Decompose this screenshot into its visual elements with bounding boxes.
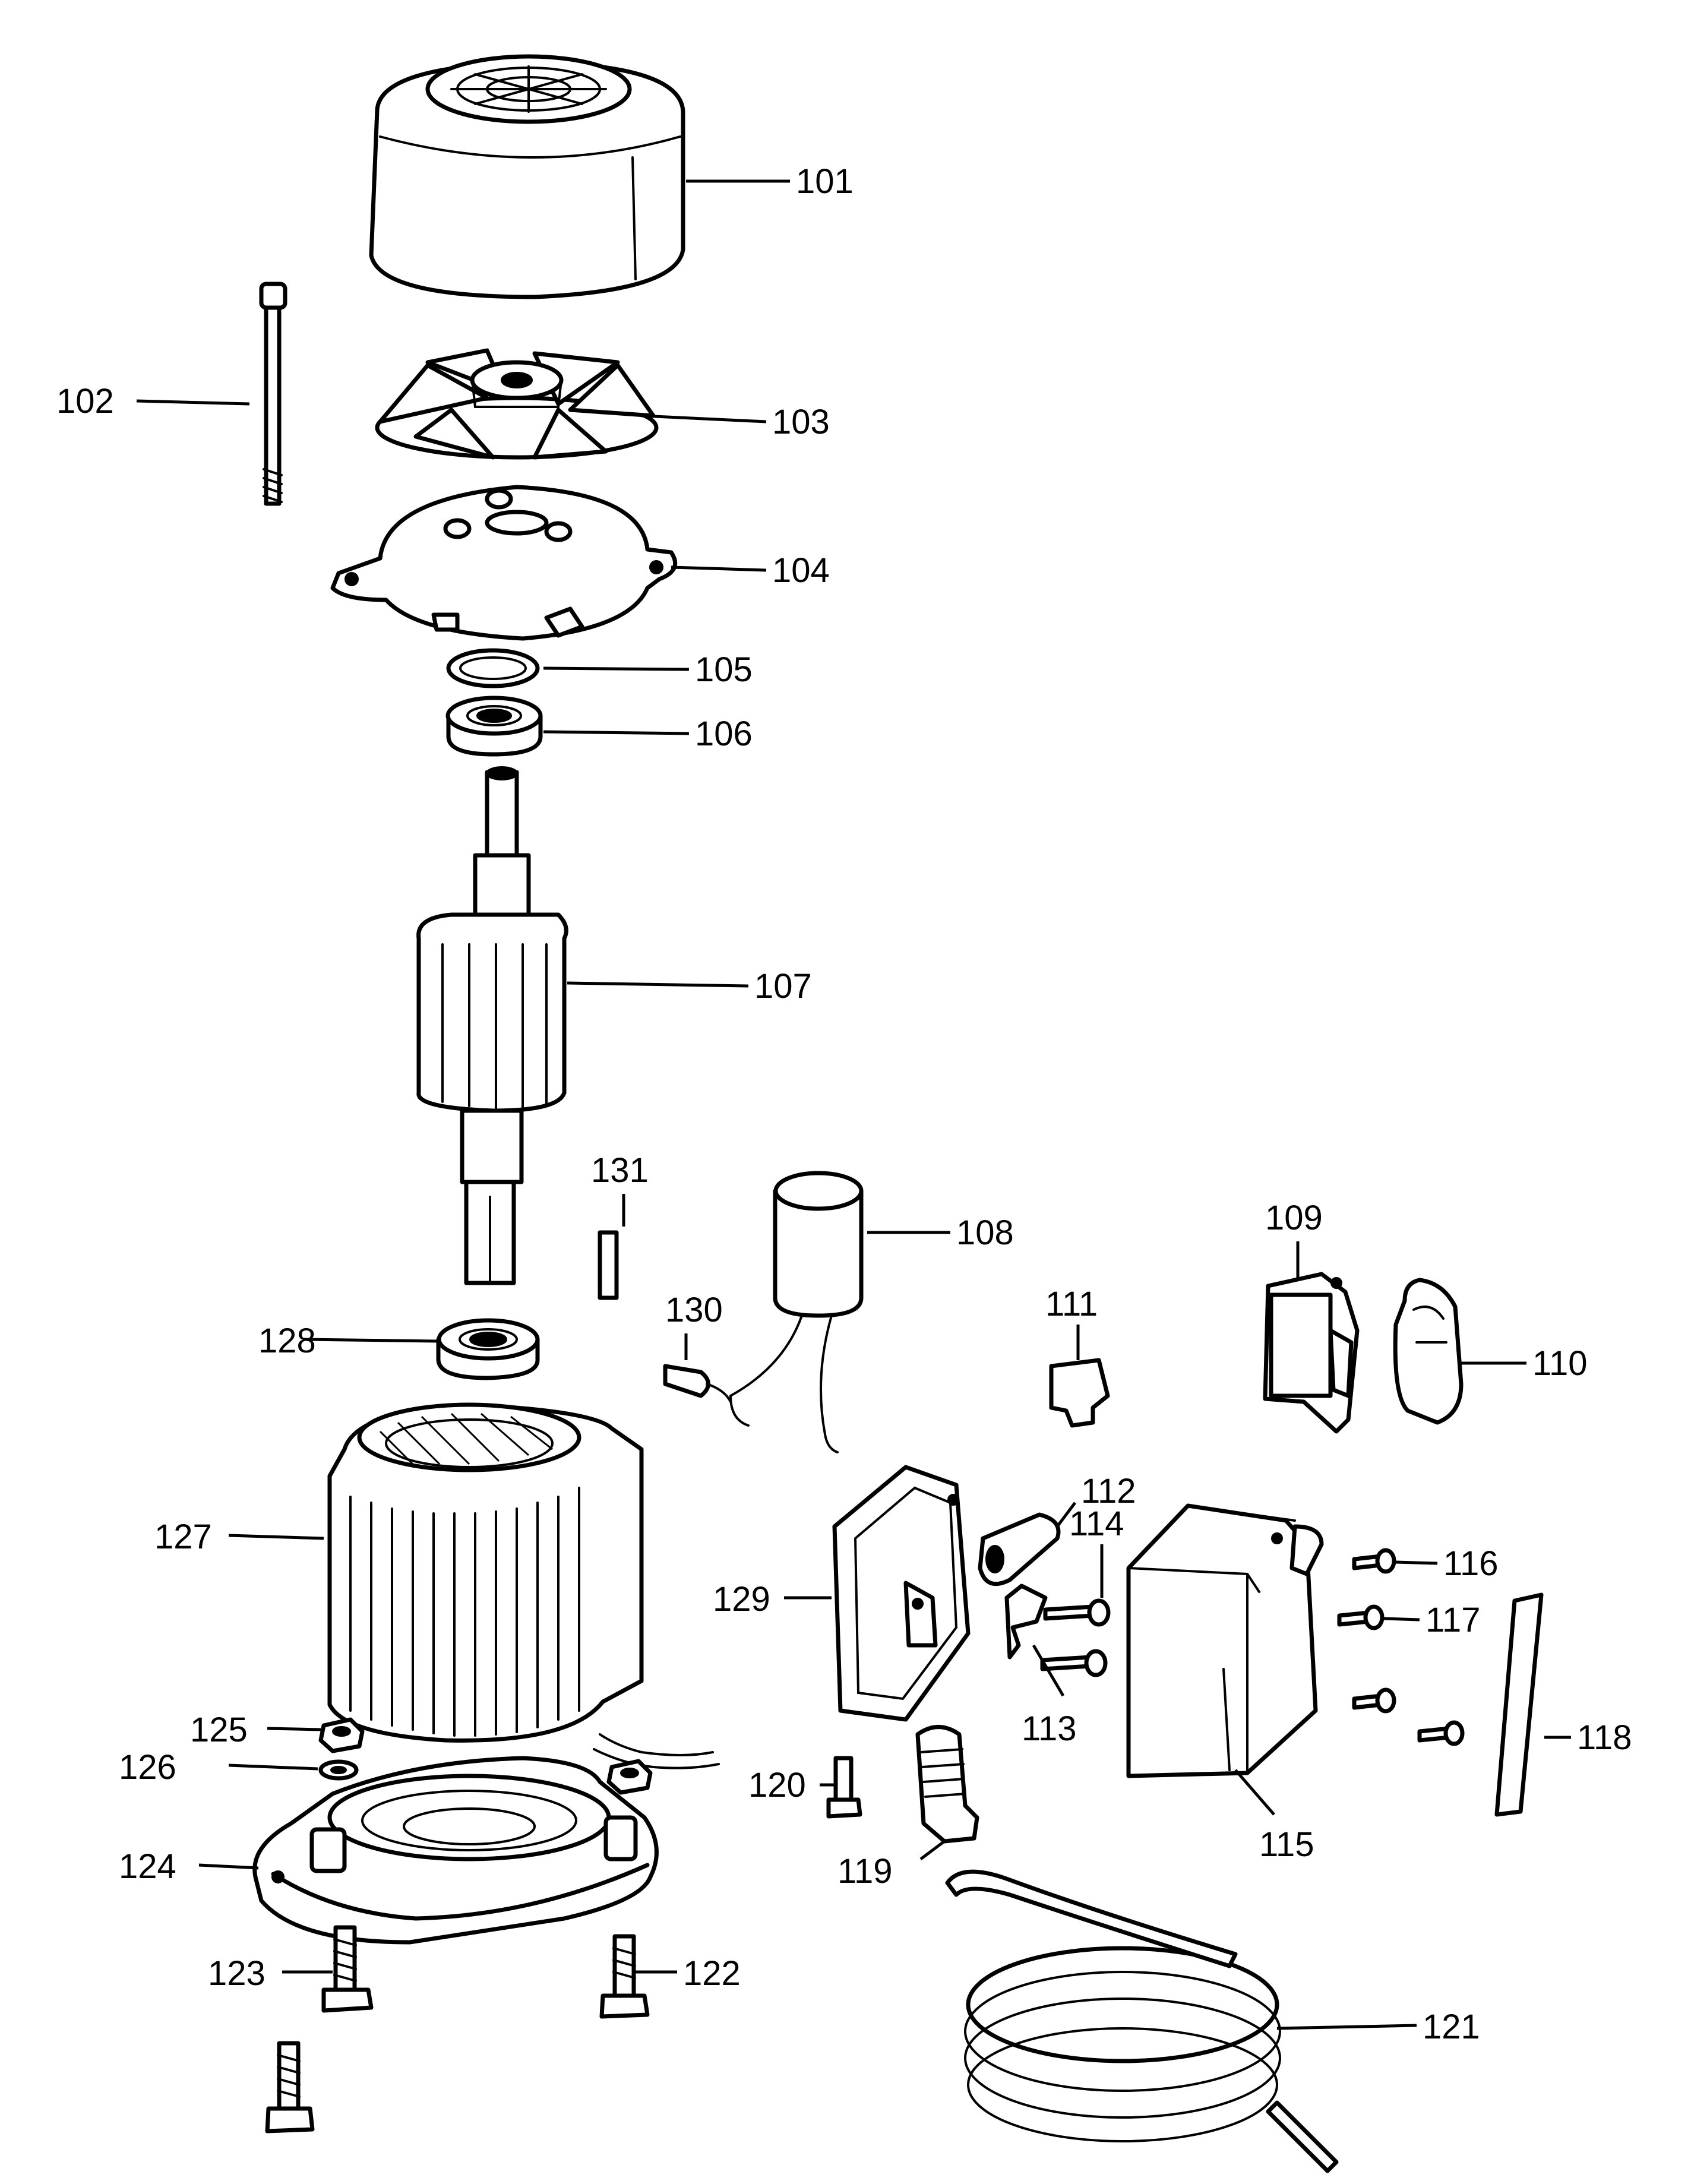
part-110-switch-boot-drawing (1393, 1278, 1464, 1425)
part-label-122: 122 (683, 1954, 741, 1993)
part-130-connector-drawing (663, 1364, 732, 1403)
part-104-end-bell-drawing (330, 485, 678, 641)
part-label-124: 124 (119, 1847, 176, 1886)
part-106-bearing-drawing (445, 696, 543, 757)
part-label-115: 115 (1259, 1825, 1314, 1864)
part-122-bolt-drawing (599, 1934, 650, 2019)
part-label-118: 118 (1577, 1718, 1632, 1757)
part-label-107: 107 (754, 967, 812, 1006)
part-119-cord-protector-drawing (915, 1725, 979, 1844)
part-label-126: 126 (119, 1748, 176, 1787)
part-label-117: 117 (1426, 1601, 1480, 1639)
part-label-109: 109 (1265, 1199, 1323, 1237)
part-111-clip-drawing (1049, 1358, 1110, 1428)
part-label-121: 121 (1423, 2008, 1480, 2046)
part-112-grommet-drawing (978, 1512, 1061, 1586)
part-label-131: 131 (591, 1151, 649, 1190)
part-124-end-bracket-drawing (252, 1756, 659, 1945)
part-label-120: 120 (748, 1766, 806, 1804)
part-115-terminal-box-cover-drawing (1126, 1503, 1324, 1778)
part-120-screw-drawing (826, 1756, 862, 1819)
part-127-stator-drawing (327, 1402, 720, 1769)
part-label-106: 106 (695, 715, 753, 753)
part-114-screw-drawing (1040, 1598, 1111, 1677)
part-103-fan-drawing (375, 348, 659, 460)
part-label-114: 114 (1069, 1505, 1124, 1543)
part-117-screw-drawing (1337, 1604, 1465, 1746)
part-101-fan-cover-drawing (369, 54, 685, 299)
part-125-nut-drawing (318, 1717, 653, 1795)
part-label-116: 116 (1443, 1544, 1498, 1583)
part-label-127: 127 (154, 1518, 212, 1556)
part-label-119: 119 (837, 1852, 892, 1891)
part-labels: 101 102 103 104 105 106 107 108 109 110 … (56, 162, 1632, 2046)
part-label-103: 103 (772, 403, 830, 441)
part-113-cable-clamp-drawing (1004, 1584, 1048, 1660)
leader-lines (136, 179, 1571, 2030)
part-126-washer-drawing (318, 1759, 359, 1781)
part-label-125: 125 (190, 1711, 248, 1749)
part-116-screw-drawing (1352, 1548, 1396, 1714)
part-label-104: 104 (772, 551, 830, 590)
part-105-wave-washer-drawing (446, 648, 540, 688)
part-128-bearing-drawing (436, 1318, 540, 1380)
part-102-bolt-drawing (259, 282, 287, 506)
part-107-armature-drawing (416, 766, 568, 1285)
part-label-105: 105 (695, 650, 753, 689)
part-label-110: 110 (1532, 1344, 1587, 1383)
part-label-128: 128 (258, 1322, 316, 1360)
part-121-cord-drawing (945, 1869, 1339, 2173)
part-131-key-drawing (598, 1230, 619, 1300)
part-label-129: 129 (713, 1580, 770, 1619)
part-label-130: 130 (665, 1291, 723, 1329)
part-label-112: 112 (1081, 1472, 1136, 1510)
part-109-switch-drawing (1263, 1272, 1360, 1434)
part-label-111: 111 (1045, 1285, 1098, 1323)
part-123-bolt-drawing (265, 1925, 374, 2134)
part-label-113: 113 (1022, 1709, 1076, 1748)
part-label-123: 123 (208, 1954, 265, 1993)
part-108-capacitor-drawing (729, 1171, 864, 1453)
part-129-terminal-box-base-drawing (832, 1465, 971, 1722)
part-118-gasket-drawing (1494, 1592, 1544, 1817)
part-label-102: 102 (56, 382, 114, 421)
part-label-108: 108 (956, 1213, 1014, 1252)
part-label-101: 101 (796, 162, 854, 201)
